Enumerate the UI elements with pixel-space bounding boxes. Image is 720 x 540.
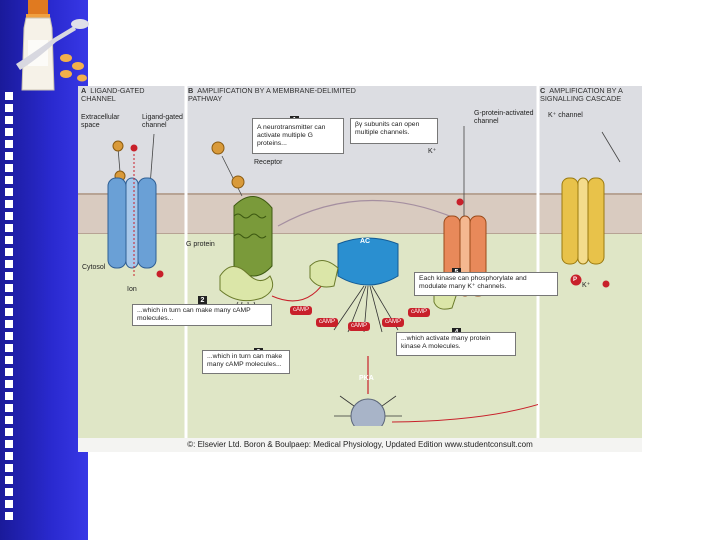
camp-tag: cAMP xyxy=(382,318,405,327)
step-5-box: Each kinase can phosphorylate and modula… xyxy=(414,272,558,296)
receptor-label: Receptor xyxy=(254,159,283,166)
betagamma-note-box: βγ subunits can open multiple channels. xyxy=(350,118,438,144)
k-plus-label: K⁺ xyxy=(428,148,437,155)
camp-tag: cAMP xyxy=(290,306,313,315)
copyright-caption: ©: Elsevier Ltd. Boron & Boulpaep: Medic… xyxy=(78,438,642,452)
k-channel-illustration xyxy=(561,131,621,288)
phosphate-label: P xyxy=(573,277,578,283)
pka-label: PKA xyxy=(359,375,374,382)
ion-label: Ion xyxy=(127,286,137,293)
extracellular-label: Extracellular space xyxy=(81,114,120,129)
step-2-number: 2 xyxy=(198,296,207,305)
g-protein-label: G protein xyxy=(186,241,215,248)
ligand-gated-label: Ligand-gated channel xyxy=(142,114,183,129)
camp-tag: cAMP xyxy=(348,322,371,331)
step-1-box: A neurotransmitter can activate multiple… xyxy=(252,118,344,154)
k-channel-label: K⁺ channel xyxy=(548,112,583,119)
ac-label: AC xyxy=(360,238,371,245)
g-activated-channel-label: G-protein-activated channel xyxy=(474,110,534,125)
cytosol-label: Cytosol xyxy=(82,264,106,271)
medicine-bottle-icon xyxy=(16,0,89,91)
camp-tag: cAMP xyxy=(408,308,431,317)
step-3-box: ...which in turn can make many cAMP mole… xyxy=(202,350,290,374)
camp-tag: cAMP xyxy=(316,318,339,327)
step-2-box: ...which in turn can make many cAMP mole… xyxy=(132,304,272,326)
k-plus-c-label: K⁺ xyxy=(582,282,591,289)
step-4-box: ...which activate many protein kinase A … xyxy=(396,332,516,356)
ligand-gated-channel xyxy=(107,133,164,278)
